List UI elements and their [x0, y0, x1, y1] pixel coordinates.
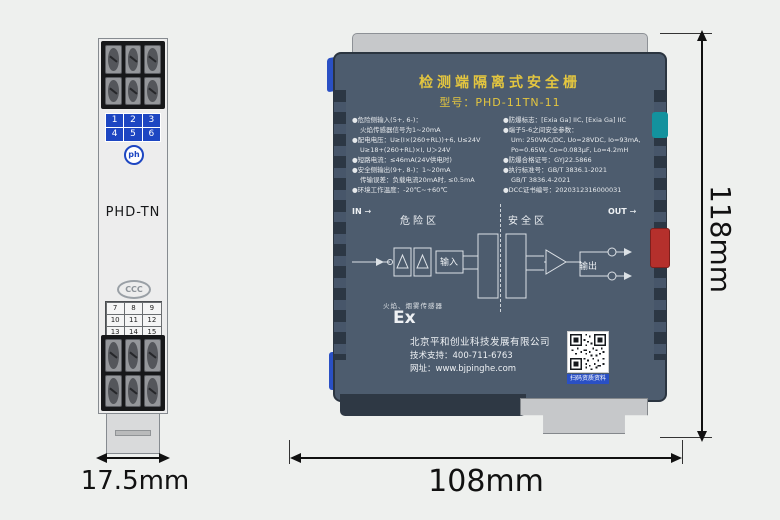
front-view: 1 2 3 4 5 6 ph PHD-TN CCC 7 8 9 10 11 12…	[98, 38, 168, 414]
spec-line: ●防爆标志：[Exia Ga] IIC, [Exia Ga] IIC	[503, 116, 626, 124]
in-arrow-icon: →	[364, 207, 372, 216]
bottom-terminal-numbers: 7 8 9 10 11 12 13 14 15	[105, 301, 162, 339]
right-edge-ribs	[654, 90, 666, 360]
spec-line: 火焰传感器信号为1~20mA	[360, 126, 441, 134]
safe-zone-label: 安全区	[508, 216, 547, 227]
screw-terminal-icon	[144, 45, 161, 74]
zone-divider-dashed-line	[500, 204, 501, 312]
spec-line: ●执行标准号：GB/T 3836.1-2021	[503, 166, 608, 174]
front-model-label: PHD-TN	[105, 205, 161, 220]
side-width-dim-line	[299, 457, 673, 459]
spec-line: Po=0.65W, Co=0.083μF, Lo=4.2mH	[511, 146, 629, 154]
din-rail-foot	[520, 398, 648, 434]
in-port-label: IN →	[352, 207, 371, 216]
qr-code	[567, 331, 609, 373]
spec-line: 传输误差：负载电流20mA时, ≤0.5mA	[360, 176, 475, 184]
screw-terminal-icon	[144, 339, 161, 372]
terminal-number: 6	[142, 128, 160, 141]
company-name: 北京平和创业科技发展有限公司	[410, 337, 551, 348]
screw-terminal-icon	[105, 374, 122, 407]
screw-terminal-icon	[105, 45, 122, 74]
out-port-label: OUT →	[608, 207, 636, 216]
input-label: 输入	[440, 256, 458, 268]
spec-list-right: ●防爆标志：[Exia Ga] IIC, [Exia Ga] IIC ●端子5-…	[503, 115, 655, 195]
terminal-number: 5	[124, 128, 142, 141]
top-terminal-block	[101, 41, 165, 109]
sensor-type-label: 火焰、烟雾传感器	[383, 302, 443, 310]
spec-line: ●安全侧输出(9+, 8-)：1~20mA	[352, 166, 451, 174]
spec-line: U≥18+(260+RL)×I, U＞24V	[360, 146, 451, 154]
dim-arrow-left-icon	[96, 453, 107, 463]
front-width-dimension: 17.5mm	[80, 466, 190, 496]
screw-terminal-icon	[144, 374, 161, 407]
spec-line: ●配电电压：U≥(I×(260+RL))+6, U≤24V	[352, 136, 481, 144]
side-height-dimension: 118mm	[704, 185, 737, 293]
support-phone: 技术支持：400-711-6763	[410, 351, 513, 361]
screw-terminal-icon	[124, 339, 142, 372]
dim-extension-tick	[289, 440, 290, 464]
company-info: 北京平和创业科技发展有限公司 技术支持：400-711-6763 网址：www.…	[410, 336, 550, 376]
side-height-dim-line	[701, 40, 703, 432]
dim-extension-tick	[682, 440, 683, 464]
output-label: 输出	[579, 260, 597, 272]
terminal-number: 4	[106, 128, 124, 141]
qr-caption: 扫码资质资料	[567, 374, 609, 384]
screw-terminal-icon	[105, 339, 122, 372]
terminal-number: 1	[106, 114, 124, 127]
model-number: 型号：PHD-11TN-11	[439, 96, 561, 109]
terminal-number: 3	[142, 114, 160, 127]
spec-list-left: ●危险侧输入(5+, 6-)： 火焰传感器信号为1~20mA ●配电电压：U≥(…	[352, 115, 500, 195]
screw-terminal-icon	[124, 374, 142, 407]
danger-zone-label: 危险区	[400, 216, 439, 227]
housing-bottom-edge	[340, 394, 526, 416]
terminal-number: 2	[124, 114, 142, 127]
spec-line: ●短路电流：≤46mA(24V供电时)	[352, 156, 452, 164]
red-release-clip	[650, 228, 670, 268]
dim-extension-tick	[660, 33, 712, 34]
product-title: 检测端隔离式安全栅	[419, 75, 581, 91]
circuit-schematic: 输入 输出	[352, 233, 632, 299]
front-width-dim-line	[105, 457, 161, 459]
screw-terminal-icon	[124, 45, 142, 74]
dim-arrow-right-icon	[671, 453, 682, 463]
dim-arrow-down-icon	[697, 431, 707, 442]
screw-terminal-icon	[105, 76, 122, 105]
spec-line: ●环境工作温度：-20℃~+60℃	[352, 186, 448, 194]
dim-arrow-up-icon	[697, 30, 707, 41]
out-label: OUT	[608, 207, 627, 216]
ccc-certification-mark: CCC	[117, 280, 151, 299]
side-width-dimension: 108mm	[428, 464, 544, 499]
dim-extension-tick	[660, 437, 712, 438]
website: 网址：www.bjpinghe.com	[410, 364, 517, 374]
spec-line: GB/T 3836.4-2021	[511, 176, 571, 184]
spec-line: ●防爆合格证号：GYJ22.5866	[503, 156, 592, 164]
screw-terminal-icon	[124, 76, 142, 105]
top-terminal-numbers: 1 2 3 4 5 6	[105, 113, 161, 142]
front-din-foot	[106, 414, 160, 454]
dim-arrow-right-icon	[159, 453, 170, 463]
brand-logo: ph	[124, 145, 144, 165]
spec-line: ●端子5-6之间安全参数：	[503, 126, 578, 134]
spec-line: ●危险侧输入(5+, 6-)：	[352, 116, 422, 124]
left-edge-ribs	[334, 90, 346, 360]
bottom-terminal-block	[101, 335, 165, 411]
spec-line: Um: 250VAC/DC, Uo=28VDC, Io=93mA,	[511, 136, 641, 144]
dim-arrow-left-icon	[290, 453, 301, 463]
teal-clip	[652, 112, 668, 138]
in-label: IN	[352, 207, 362, 216]
ex-marking: Ex	[393, 308, 416, 328]
out-arrow-icon: →	[629, 207, 637, 216]
screw-terminal-icon	[144, 76, 161, 105]
spec-line: ●DCC证书编号：2020312316000031	[503, 186, 622, 194]
